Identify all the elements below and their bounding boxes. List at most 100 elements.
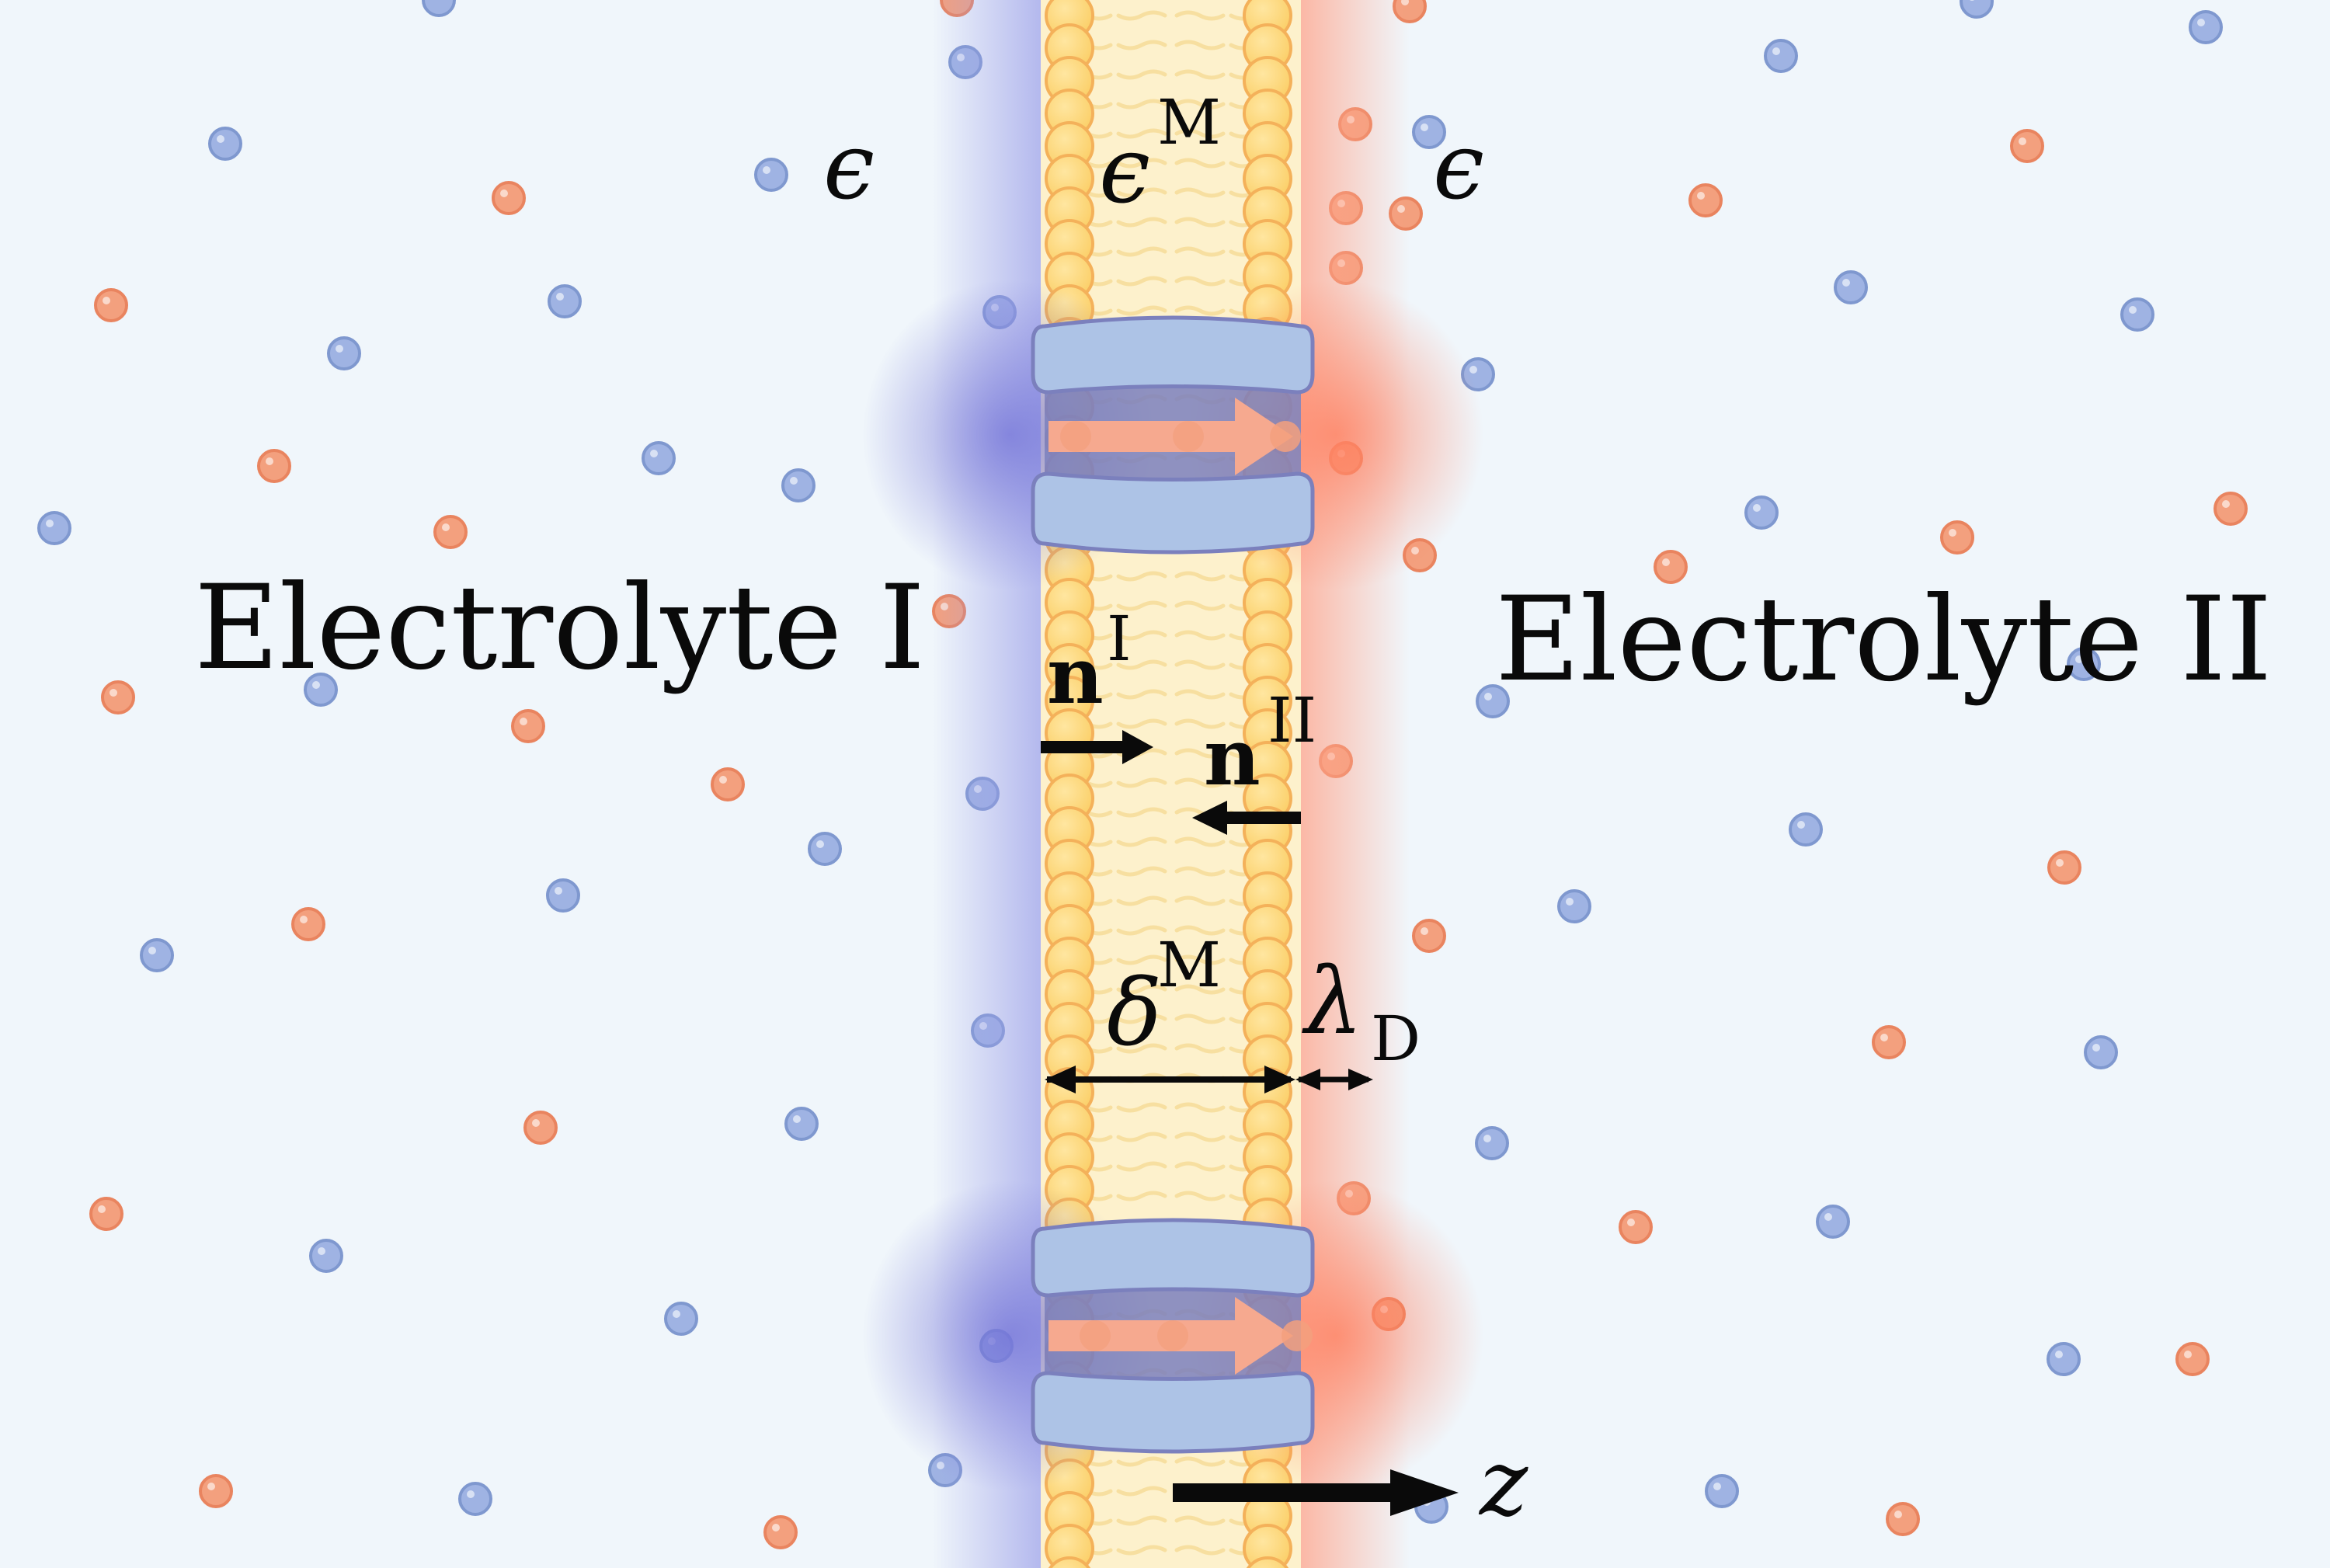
anion-particle [548,284,582,318]
lipid-tail [1116,777,1167,788]
anion-particle [1475,1126,1509,1160]
anion-particle [208,127,242,161]
lipid-tail [1174,187,1226,198]
lipid-tail [1116,866,1167,877]
particle-highlight [2184,1351,2192,1358]
lipid-tail [1174,659,1226,670]
lipid-tail [1116,1102,1167,1113]
cation-particle [1619,1210,1653,1244]
particle-highlight [772,1524,780,1531]
cation-particle [257,449,291,483]
anion-particle [1476,684,1510,718]
membrane-thickness: δ M [1045,929,1295,1093]
cation-particle [763,1515,798,1549]
flux-arrow-bottom [1048,1297,1293,1375]
particle-highlight [500,189,508,197]
lipid-tail [1116,925,1167,936]
cation-particle [199,1474,233,1508]
particle-highlight [2222,500,2230,508]
normal-II-base: n [1204,711,1261,803]
particle-highlight [217,135,224,143]
anion-particle [1764,39,1798,73]
particle-highlight [1483,1135,1491,1142]
permittivity-membrane: ϵ M [1099,86,1221,224]
anion-particle [327,336,361,370]
lipid-tail [1116,807,1167,818]
ion-channel-bottom [1031,1218,1315,1454]
cation-particle [89,1197,123,1231]
lipid-tail [1116,895,1167,906]
electrolyte-I-label: Electrolyte I [194,561,925,696]
anion-particle [422,0,456,17]
lipid-tail [1174,1515,1226,1526]
particle-highlight [46,520,54,527]
lipid-head [1243,1524,1292,1568]
lipid-tail [1174,10,1226,21]
anion-particle [664,1302,698,1336]
lipid-tail [1116,1132,1167,1142]
cation-particle [291,907,325,941]
anion-particle [1816,1205,1850,1239]
anion-particle [1412,115,1446,149]
lipid-tail [1174,276,1226,287]
anion-particle [2189,10,2223,44]
anion-particle [1834,270,1868,304]
lipid-tail [1116,571,1167,582]
lipid-tail [1116,954,1167,965]
lipid-tail [1116,187,1167,198]
lipid-tail [1174,1043,1226,1054]
particle-highlight [532,1119,540,1127]
permittivity-membrane-sup: M [1157,86,1221,158]
permittivity-membrane-base: ϵ [1099,116,1150,224]
lipid-tail [1174,246,1226,257]
lipid-head [1045,1524,1094,1568]
cation-particle [1940,520,1974,555]
z-axis-label: z [1478,1429,1528,1536]
lipid-tail [1174,1013,1226,1024]
permittivity-left: ϵ [823,113,875,220]
lipid-tail [1174,1132,1226,1142]
particle-highlight [2129,306,2137,314]
particle-highlight [2075,655,2083,663]
lipid-tail [1116,1515,1167,1526]
lipid-tail [1174,69,1226,80]
lipid-tail [1174,1102,1226,1113]
lipid-tail [1116,689,1167,700]
anion-particle [784,1107,819,1141]
lipid-tail [1174,954,1226,965]
particle-highlight [467,1490,475,1498]
debye-length: λ D [1295,947,1421,1090]
anion-particle [37,511,71,545]
cation-particle [2214,492,2248,526]
particle-highlight [110,689,117,697]
anion-particle [1960,0,1994,19]
particle-highlight [2092,1044,2100,1052]
anion-particle [309,1239,343,1273]
particle-highlight [1753,504,1761,512]
particle-highlight [266,457,273,465]
lipid-tail [1116,10,1167,21]
lipid-tail [1116,718,1167,729]
anion-particle [1744,495,1779,530]
normal-vector-II: n II [1192,684,1316,835]
particle-highlight [555,887,562,895]
particle-highlight [520,718,527,725]
cation-particle [511,709,545,743]
anion-particle [140,938,174,972]
particle-highlight [336,345,343,353]
debye-base: λ [1302,947,1363,1055]
particle-highlight [1627,1219,1635,1226]
particle-highlight [1421,123,1428,131]
thickness-base: δ [1107,959,1162,1066]
normal-II-sup: II [1268,684,1316,756]
normal-I-sup: I [1107,603,1132,675]
permittivity-right: ϵ [1433,113,1484,220]
particle-highlight [1824,1213,1832,1221]
lipid-tail [1174,600,1226,611]
lipid-tail [1174,128,1226,139]
lipid-tail [1174,689,1226,700]
cation-particle [2010,129,2044,163]
particle-highlight [719,776,727,784]
